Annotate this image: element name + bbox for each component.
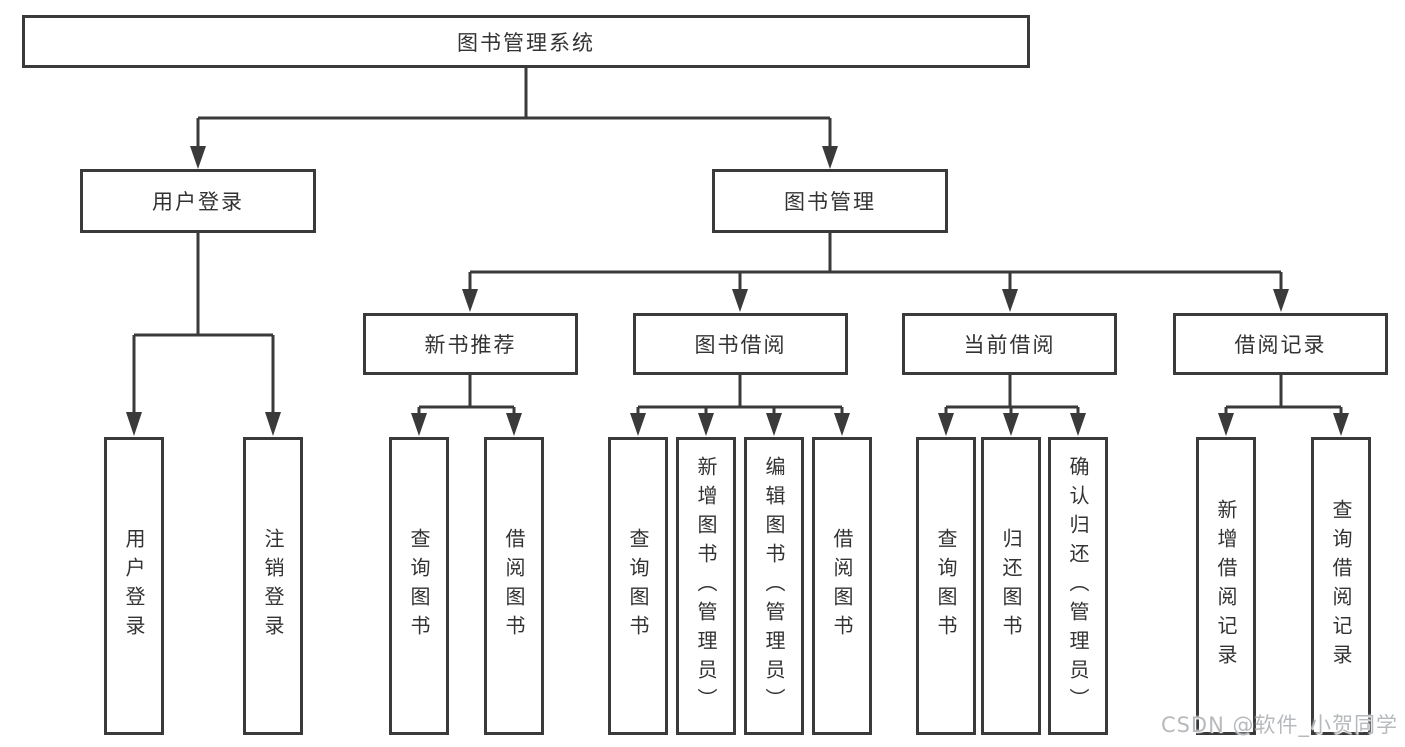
- leaf-query-books-recommend: 查询图书: [389, 437, 449, 735]
- arrowhead-icon: [1003, 413, 1019, 436]
- arrowhead-icon: [1333, 413, 1349, 436]
- leaf-label: 借阅图书: [830, 528, 854, 644]
- node-label: 用户登录: [152, 190, 244, 214]
- arrowhead-icon: [462, 289, 478, 312]
- node-label: 借阅记录: [1234, 333, 1327, 357]
- leaf-edit-book-admin: 编辑图书（管理员）: [744, 437, 804, 735]
- arrowhead-icon: [126, 412, 142, 436]
- csdn-watermark: CSDN @软件_小贺同学: [1160, 713, 1398, 737]
- node-current-borrowing: 当前借阅: [902, 313, 1117, 375]
- leaf-label: 新增图书（管理员）: [694, 455, 718, 717]
- arrowhead-icon: [265, 412, 281, 436]
- leaf-label: 用户登录: [122, 528, 146, 644]
- connector-current-to-leaves: [938, 375, 1086, 436]
- node-library-management-system: 图书管理系统: [22, 15, 1030, 68]
- leaf-label: 注销登录: [261, 528, 285, 644]
- arrowhead-icon: [1002, 289, 1018, 312]
- leaf-label: 归还图书: [999, 528, 1023, 644]
- leaf-user-login: 用户登录: [104, 437, 164, 735]
- arrowhead-icon: [938, 413, 954, 436]
- arrowhead-icon: [834, 413, 850, 436]
- leaf-add-borrow-record: 新增借阅记录: [1196, 437, 1256, 735]
- connector-login-to-leaves: [126, 233, 281, 436]
- leaf-label: 借阅图书: [502, 528, 526, 644]
- arrowhead-icon: [766, 413, 782, 436]
- connector-borrowing-to-leaves: [630, 375, 850, 436]
- leaf-return-book: 归还图书: [981, 437, 1041, 735]
- connector-root-to-level2: [190, 68, 838, 169]
- leaf-label: 新增借阅记录: [1214, 499, 1238, 673]
- leaf-label: 编辑图书（管理员）: [762, 455, 786, 717]
- leaf-add-book-admin: 新增图书（管理员）: [676, 437, 736, 735]
- arrowhead-icon: [630, 413, 646, 436]
- node-label: 图书管理: [784, 190, 876, 214]
- node-book-management: 图书管理: [712, 169, 948, 233]
- leaf-query-books-borrowing: 查询图书: [608, 437, 668, 735]
- node-label: 图书管理系统: [457, 30, 595, 55]
- leaf-label: 查询图书: [407, 528, 431, 644]
- arrowhead-icon: [822, 146, 838, 169]
- arrowhead-icon: [1273, 289, 1289, 312]
- arrowhead-icon: [411, 413, 427, 436]
- leaf-borrow-books-recommend: 借阅图书: [484, 437, 544, 735]
- arrowhead-icon: [1218, 413, 1234, 436]
- leaf-query-borrow-record: 查询借阅记录: [1311, 437, 1371, 735]
- leaf-label: 确认归还（管理员）: [1066, 455, 1090, 717]
- node-label: 图书借阅: [694, 333, 787, 357]
- arrowhead-icon: [698, 413, 714, 436]
- arrowhead-icon: [190, 146, 206, 169]
- node-new-book-recommendation: 新书推荐: [363, 313, 578, 375]
- node-book-borrowing: 图书借阅: [633, 313, 848, 375]
- connector-recommend-to-leaves: [411, 375, 522, 436]
- node-borrowing-records: 借阅记录: [1173, 313, 1388, 375]
- leaf-label: 查询图书: [626, 528, 650, 644]
- leaf-borrow-books-borrowing: 借阅图书: [812, 437, 872, 735]
- connector-records-to-leaves: [1218, 375, 1349, 436]
- leaf-label: 查询图书: [934, 528, 958, 644]
- arrowhead-icon: [1070, 413, 1086, 436]
- node-user-login: 用户登录: [80, 169, 316, 233]
- node-label: 新书推荐: [424, 333, 517, 357]
- leaf-label: 查询借阅记录: [1329, 499, 1353, 673]
- leaf-logout: 注销登录: [243, 437, 303, 735]
- arrowhead-icon: [506, 413, 522, 436]
- arrowhead-icon: [732, 289, 748, 312]
- node-label: 当前借阅: [963, 333, 1056, 357]
- leaf-confirm-return-admin: 确认归还（管理员）: [1048, 437, 1108, 735]
- connector-management-to-level3: [462, 233, 1289, 312]
- leaf-query-books-current: 查询图书: [916, 437, 976, 735]
